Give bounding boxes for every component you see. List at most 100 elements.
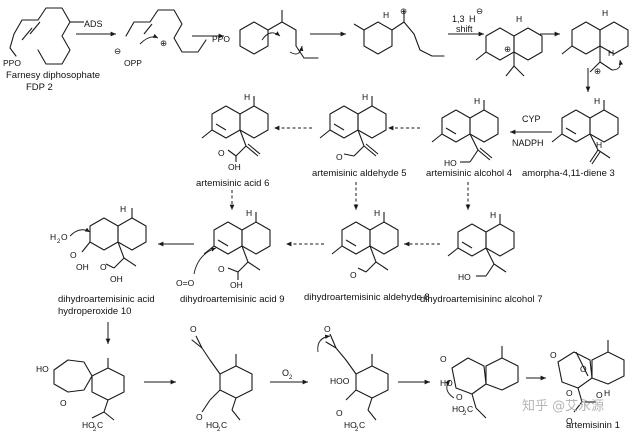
hp-h2o-sub: 2: [57, 239, 61, 245]
hka-ho2c-sub: 2: [355, 427, 359, 432]
pi-ho2c-sub: 2: [463, 411, 467, 417]
ka-o: O: [190, 324, 197, 334]
hp-h: H: [120, 204, 126, 214]
artemisinic-aldehyde-structure: H O artemisinic aldehyde 5: [312, 92, 407, 179]
peroxide-intermediate-structure: O HO O HO 2 C: [440, 346, 519, 419]
pi-ho2c-ho: HO: [452, 404, 465, 414]
cyp-label: CYP: [522, 114, 541, 124]
art-o4: O: [596, 390, 603, 400]
fdp-structure: PPO Farnesy diphosophate FDP 2: [3, 7, 100, 93]
pi-ho2c-c: C: [467, 404, 473, 414]
fdp-ppo: PPO: [3, 58, 21, 68]
artemisinin-structure: O O O O H O artemisinin 1: [550, 340, 625, 431]
hk-o: O: [60, 398, 67, 408]
hp-oh2: OH: [110, 274, 123, 284]
dh-alcohol-structure: H HO dihydroartemisininc alcohol 7: [420, 210, 543, 305]
amd-h: H: [594, 96, 600, 106]
shift-label-h: H: [469, 14, 476, 24]
art-o2: O: [580, 364, 587, 374]
hka-o: O: [324, 324, 331, 334]
hp-oh: OH: [76, 262, 89, 272]
dha-h: H: [490, 210, 496, 220]
hka-hoo: HOO: [330, 376, 350, 386]
artemisinic-acid-structure: H O OH artemisinic acid 6: [196, 92, 269, 189]
amorphadiene-structure: H H amorpha-4,11-diene 3: [522, 96, 619, 179]
o2-label: O: [282, 368, 289, 378]
hp-h2o-o: O: [61, 232, 68, 242]
acid-o: O: [218, 148, 225, 158]
ka-ho2c-sub: 2: [217, 427, 221, 432]
hydroperoxide-label-2: hydroperoxide 10: [58, 306, 131, 317]
artemisinin-label: artemisinin 1: [566, 420, 620, 431]
dh-aldehyde-structure: H O dihydroartemisinic aldehyde 8: [304, 208, 430, 303]
dhald-o: O: [350, 270, 357, 280]
hydroperoxide-structure: H H 2 O O OH O OH dihydroartemisinic aci…: [50, 204, 155, 317]
cation2-plus: ⊕: [400, 6, 407, 16]
dhald-h: H: [374, 208, 380, 218]
pi-ho: HO: [440, 378, 453, 388]
pi-o: O: [440, 354, 447, 364]
cb-h: H: [516, 14, 522, 24]
hk-ho2c-c: C: [97, 420, 103, 430]
hka-ho2c-c: C: [359, 420, 365, 430]
keto-aldehyde-structure: O O HO 2 C: [190, 324, 253, 432]
hp-h2o-h: H: [50, 232, 56, 242]
nadph-label: NADPH: [512, 138, 544, 148]
hka-o2: O: [336, 408, 343, 418]
artemisinic-alcohol-label: artemisinic alcohol 4: [426, 168, 512, 179]
ald-h: H: [362, 92, 368, 102]
acid-oh: OH: [228, 162, 241, 172]
art-o5: O: [566, 416, 573, 426]
ic-h: H: [602, 8, 608, 18]
dh-acid-label: dihydroartemisinic acid 9: [180, 294, 285, 305]
ka-o2: O: [196, 412, 203, 422]
art-o1: O: [550, 350, 557, 360]
bicyclic-cation-b-structure: H ⊕: [475, 14, 543, 77]
hemiketal-structure: HO O HO 2 C: [36, 358, 125, 432]
artemisinic-aldehyde-label: artemisinic aldehyde 5: [312, 168, 407, 179]
dha-ho: HO: [458, 272, 471, 282]
aa-h: H: [474, 96, 480, 106]
ic-plus: ⊕: [594, 66, 601, 76]
dh-acid-structure: H O OH O=O dihydroartemisinic acid 9: [176, 208, 285, 305]
dhacid-oh: OH: [230, 280, 243, 290]
shift-label-b: shift: [456, 24, 473, 34]
ald-o: O: [336, 152, 343, 162]
fdp-name-label: Farnesy diphosophate: [6, 70, 100, 81]
dh-aldehyde-label: dihydroartemisinic aldehyde 8: [304, 292, 430, 303]
ka-ho2c-c: C: [221, 420, 227, 430]
amd-h2: H: [596, 140, 602, 150]
art-h: H: [604, 388, 610, 398]
int-ppo: PPO: [212, 34, 230, 44]
ads-label: ADS: [84, 19, 103, 29]
ic-h2: H: [608, 48, 614, 58]
o2-sub: 2: [289, 375, 293, 381]
hk-ho: HO: [36, 364, 49, 374]
dhacid-o: O: [218, 264, 225, 274]
pi-o2: O: [456, 392, 463, 402]
acid-h: H: [244, 92, 250, 102]
cyclization-intermediate-structure: PPO: [212, 10, 319, 59]
cation-plus: ⊕: [160, 38, 167, 48]
ka-ho2c-ho: HO: [206, 420, 219, 430]
dh-alcohol-label: dihydroartemisininc alcohol 7: [420, 294, 543, 305]
hp-o: O: [70, 250, 77, 260]
shift-minus: ⊖: [476, 6, 483, 16]
hydroperoxy-keto-aldehyde-structure: O HOO O HO 2 C: [317, 324, 389, 432]
dhacid-o2: O=O: [176, 278, 195, 288]
hydroperoxide-label-1: dihydroartemisinic acid: [58, 294, 155, 305]
isopropyl-cation-structure: H H ⊕: [561, 8, 629, 76]
allylic-cation-structure: ⊕ ⊖ OPP: [114, 9, 207, 68]
hk-ho2c-ho: HO: [82, 420, 95, 430]
art-o3: O: [566, 388, 573, 398]
cation-minus: ⊖: [114, 46, 121, 56]
artemisinic-alcohol-structure: H HO artemisinic alcohol 4: [426, 96, 512, 179]
bicyclic-cation-a-structure: ⊕ H: [353, 6, 445, 57]
watermark: 知乎 @艾永源: [522, 398, 604, 414]
aa-ho: HO: [444, 158, 457, 168]
cb-plus: ⊕: [504, 44, 511, 54]
amorphadiene-label: amorpha-4,11-diene 3: [522, 168, 615, 179]
cation2-h: H: [383, 10, 389, 20]
